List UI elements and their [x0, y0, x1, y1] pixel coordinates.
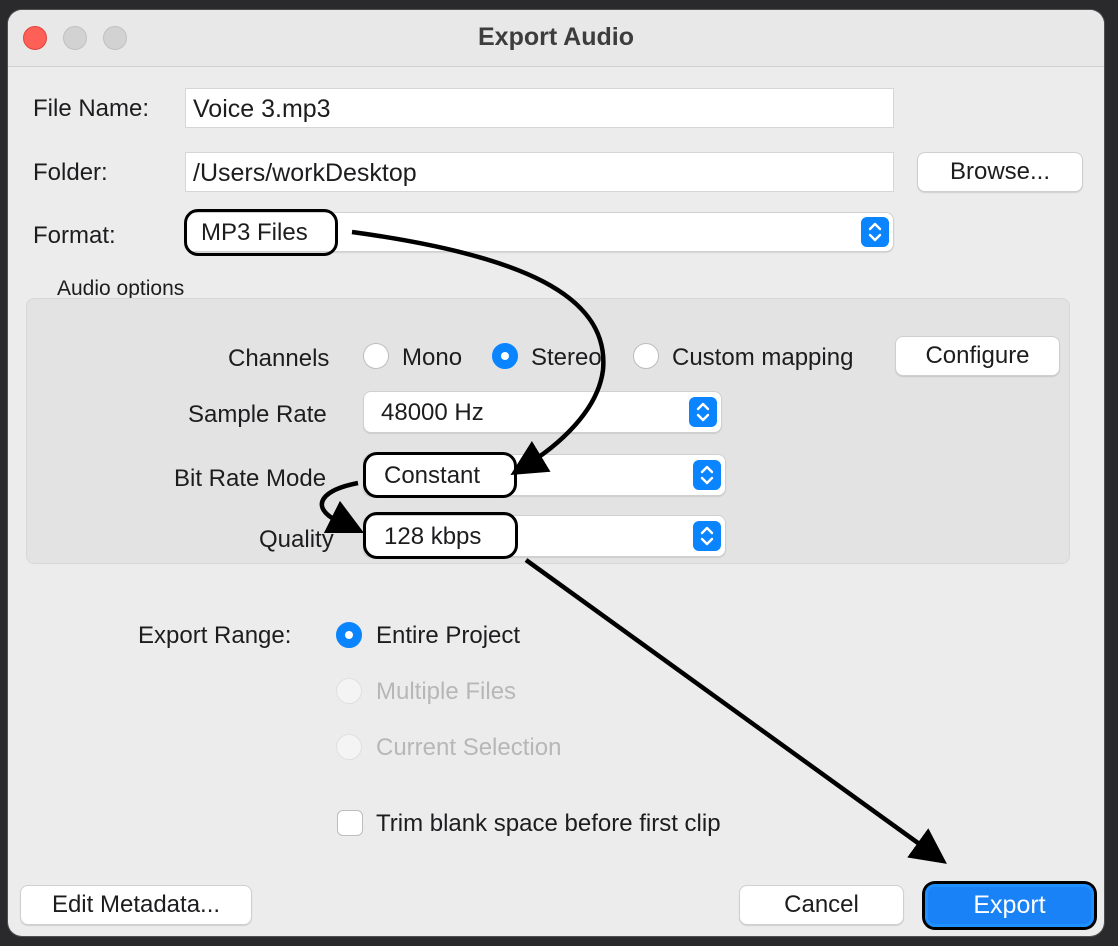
stepper-icon — [861, 217, 889, 247]
file-name-label: File Name: — [33, 95, 150, 122]
multiple-files-label: Multiple Files — [376, 678, 517, 705]
bit-rate-mode-select[interactable]: Constant — [363, 454, 726, 496]
trim-blank-space-checkbox[interactable] — [337, 810, 363, 836]
stereo-radio[interactable] — [492, 343, 518, 369]
bit-rate-mode-value: Constant — [384, 462, 481, 489]
configure-button[interactable]: Configure — [895, 336, 1060, 376]
sample-rate-label: Sample Rate — [188, 401, 327, 428]
entire-project-label[interactable]: Entire Project — [376, 622, 521, 649]
custom-mapping-radio[interactable] — [633, 343, 659, 369]
current-selection-label: Current Selection — [376, 734, 562, 761]
sample-rate-select[interactable]: 48000 Hz — [363, 391, 722, 433]
stepper-icon — [693, 460, 721, 490]
file-name-input[interactable]: Voice 3.mp3 — [185, 88, 894, 128]
bit-rate-mode-label: Bit Rate Mode — [174, 465, 327, 492]
channels-label: Channels — [228, 345, 330, 372]
folder-input[interactable]: /Users/workDesktop — [185, 152, 894, 192]
format-select[interactable]: MP3 Files — [185, 212, 894, 252]
window-title: Export Audio — [477, 23, 634, 51]
entire-project-radio[interactable] — [336, 622, 362, 648]
quality-label: Quality — [259, 526, 334, 553]
format-select-value: MP3 Files — [201, 219, 308, 246]
quality-select[interactable]: 128 kbps — [363, 515, 726, 557]
title-bar: Export Audio — [8, 10, 1104, 67]
stepper-icon — [689, 397, 717, 427]
trim-blank-space-label[interactable]: Trim blank space before first clip — [376, 810, 721, 837]
browse-button[interactable]: Browse... — [917, 152, 1083, 192]
current-selection-radio — [336, 734, 362, 760]
zoom-window-button[interactable] — [103, 26, 127, 50]
stereo-label[interactable]: Stereo — [531, 344, 602, 371]
sample-rate-value: 48000 Hz — [381, 399, 484, 426]
mono-radio[interactable] — [363, 343, 389, 369]
stepper-icon — [693, 521, 721, 551]
mono-label[interactable]: Mono — [402, 344, 463, 371]
custom-mapping-label[interactable]: Custom mapping — [672, 344, 854, 371]
quality-value: 128 kbps — [384, 523, 482, 550]
export-button[interactable]: Export — [925, 884, 1094, 927]
multiple-files-radio — [336, 678, 362, 704]
folder-label: Folder: — [33, 159, 108, 186]
cancel-button[interactable]: Cancel — [739, 885, 904, 925]
minimize-window-button[interactable] — [63, 26, 87, 50]
close-window-button[interactable] — [23, 26, 47, 50]
format-label: Format: — [33, 222, 116, 249]
edit-metadata-button[interactable]: Edit Metadata... — [20, 885, 252, 925]
export-range-label: Export Range: — [138, 622, 292, 649]
audio-options-heading: Audio options — [57, 277, 185, 300]
